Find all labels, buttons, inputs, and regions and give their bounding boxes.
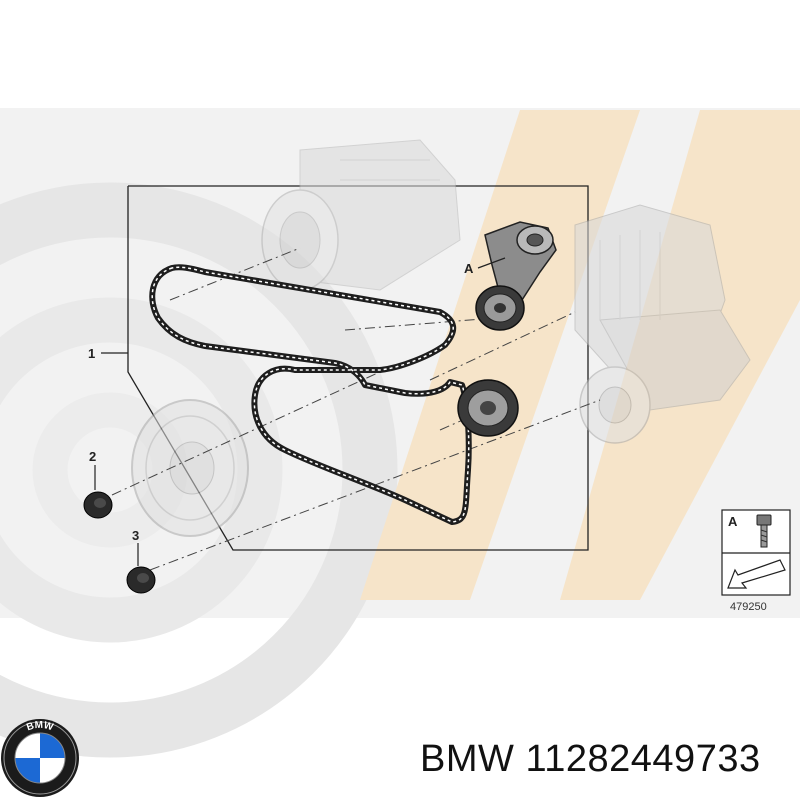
bolt-icon [756, 514, 772, 548]
callout-a: A [464, 261, 474, 276]
product-caption: BMW 11282449733 [420, 738, 761, 781]
callout-1: 1 [88, 346, 95, 361]
idler-pulley [457, 379, 519, 437]
callout-2: 2 [89, 449, 96, 464]
callout-3: 3 [132, 528, 139, 543]
ac-compressor [261, 139, 461, 291]
brand-name: BMW [420, 738, 515, 780]
part-number: 11282449733 [525, 738, 761, 780]
key-label: A [728, 514, 738, 529]
belt-tensioner [475, 221, 557, 331]
logo-lettering: BMW [25, 720, 55, 734]
alternator [574, 204, 751, 444]
key-box: A [721, 509, 791, 596]
leader-lines [94, 257, 506, 566]
kit-outline [127, 185, 589, 551]
crankshaft-pulley [131, 399, 249, 537]
arrow-pointer-icon [727, 559, 786, 589]
drawing-number: 479250 [730, 601, 767, 613]
bmw-roundel-logo: BMW [1, 719, 79, 797]
